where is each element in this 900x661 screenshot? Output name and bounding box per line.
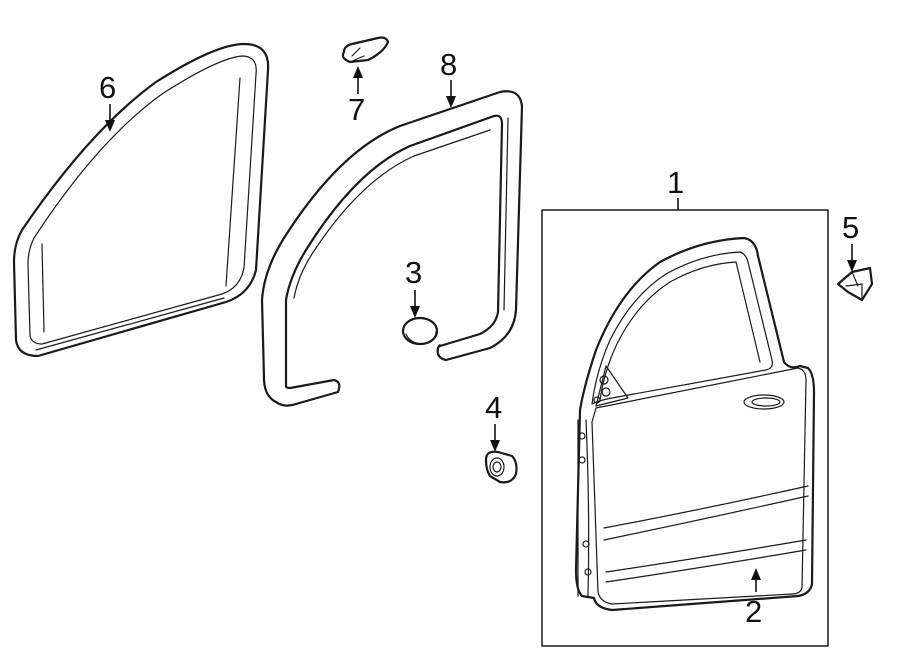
callout-2: 2 [745,568,762,629]
part-1-door-assembly [541,209,829,647]
callout-8: 8 [440,47,457,108]
callout-2-label: 2 [745,594,762,629]
part-7-clip [341,36,390,64]
callout-1: 1 [667,165,684,210]
callout-5: 5 [842,210,859,272]
part-1-bounding-box [541,209,829,647]
callout-4: 4 [485,390,502,452]
callout-4-label: 4 [485,390,502,425]
part-8-weatherstrip [260,90,524,407]
callout-3-label: 3 [405,255,422,290]
callout-8-label: 8 [440,47,457,82]
part-4-grommet [484,450,518,484]
callout-6-label: 6 [99,70,116,105]
callout-7-label: 7 [348,92,365,127]
callout-3: 3 [405,255,422,318]
callout-5-label: 5 [842,210,859,245]
part-3-plug [401,316,439,346]
callout-1-label: 1 [667,165,684,200]
part-5-bracket [836,266,874,302]
callout-6: 6 [99,70,116,132]
part-6-weatherstrip [12,42,270,358]
callout-7: 7 [348,66,365,127]
